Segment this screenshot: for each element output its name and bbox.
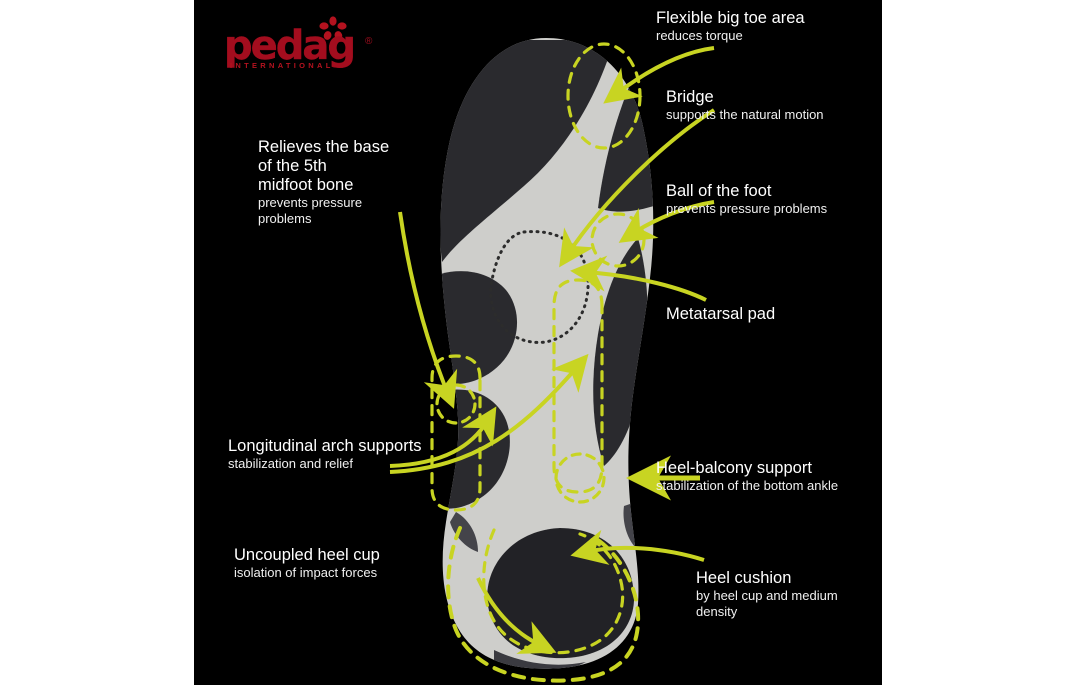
heel-balcony-zone-outline (552, 278, 604, 494)
heel-bottom-sliver (494, 650, 586, 669)
callout-title: Metatarsal pad (666, 305, 776, 323)
heel-balcony-point-outline (554, 452, 606, 504)
arrow-bridge (559, 108, 716, 268)
registered-trademark-icon: ® (365, 36, 373, 47)
arrow-longitudinal-arch-upper (389, 406, 497, 468)
callout-subtitle: reduces torque (656, 28, 743, 43)
longitudinal-arch-zone-outline (430, 354, 482, 512)
callout-title: Heel cushion (696, 569, 792, 587)
heel-edge-sliver-left (450, 512, 478, 552)
arrow-longitudinal-arch-lower (389, 353, 589, 474)
callout-title: Flexible big toe area (656, 9, 805, 27)
arrow-heel-cushion (570, 529, 705, 565)
callout-subtitle: prevents pressure problems (666, 201, 828, 216)
callout-subtitle: prevents pressure problems (258, 195, 363, 226)
callout-heel-cushion: Heel cushion by heel cup and medium dens… (696, 569, 882, 619)
callout-uncoupled-heel-cup: Uncoupled heel cup isolation of impact f… (234, 546, 464, 581)
callout-subtitle: by heel cup and medium density (696, 588, 838, 619)
callout-longitudinal-arch-supports: Longitudinal arch supports stabilization… (228, 437, 478, 472)
callout-flexible-big-toe-area: Flexible big toe area reduces torque (656, 9, 882, 44)
callout-subtitle: isolation of impact forces (234, 565, 378, 580)
heel-cup-inner-outline (482, 528, 625, 655)
pedag-logo[interactable]: pedag ® INTERNATIONAL (224, 16, 384, 72)
heel-cup-outer-outline (446, 526, 641, 683)
logo-wordmark: pedag (224, 23, 357, 69)
callout-heel-balcony-support: Heel-balcony support stabilization of th… (656, 459, 882, 494)
arrow-metatarsal-pad (570, 255, 707, 302)
arrow-uncoupled-heel-cup (476, 577, 557, 654)
arrow-big-toe (603, 46, 715, 104)
callout-subtitle: stabilization and relief (228, 456, 354, 471)
callout-title: Relieves the base of the 5th midfoot bon… (258, 138, 390, 194)
callout-relieves-5th-midfoot-bone: Relieves the base of the 5th midfoot bon… (258, 138, 473, 226)
callout-title: Uncoupled heel cup (234, 546, 380, 564)
callout-subtitle: stabilization of the bottom ankle (656, 478, 839, 493)
insole-illustration (389, 38, 716, 683)
callout-subtitle: supports the natural motion (666, 107, 824, 122)
callout-ball-of-the-foot: Ball of the foot prevents pressure probl… (666, 182, 881, 217)
callout-bridge: Bridge supports the natural motion (666, 88, 881, 123)
callout-title: Heel-balcony support (656, 459, 812, 477)
callout-title: Bridge (666, 88, 714, 106)
arrow-ball-of-foot (618, 200, 715, 243)
callout-title: Longitudinal arch supports (228, 437, 422, 455)
logo-tagline: INTERNATIONAL (230, 61, 334, 70)
flower-icon (319, 16, 347, 40)
arrow-relieves-5th-midfoot (398, 211, 458, 409)
callout-title: Ball of the foot (666, 182, 772, 200)
black-panel: pedag ® INTERNATIONAL Flexible big toe a… (194, 0, 882, 685)
callout-metatarsal-pad: Metatarsal pad (666, 305, 866, 324)
